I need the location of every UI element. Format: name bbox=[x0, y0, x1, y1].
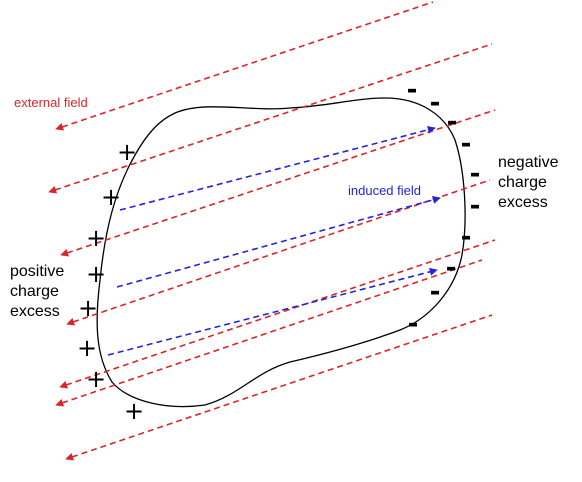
external-field-lines bbox=[48, 1, 496, 461]
positive-charge-excess-label: positive charge excess bbox=[10, 262, 64, 322]
external-field-line bbox=[59, 239, 496, 389]
positive-charge-symbol: + bbox=[117, 138, 137, 166]
induced-field-line bbox=[107, 267, 438, 356]
positive-charge-symbol: + bbox=[86, 260, 106, 288]
external-field-line bbox=[48, 43, 493, 194]
external-field-line bbox=[55, 259, 483, 407]
external-field-line bbox=[60, 109, 496, 257]
external-field-label: external field bbox=[14, 95, 88, 110]
positive-charge-symbol: + bbox=[77, 334, 97, 362]
negative-charge-symbol: - bbox=[446, 253, 457, 283]
negative-charge-symbol: - bbox=[430, 277, 441, 307]
induced-field-line bbox=[119, 125, 436, 211]
positive-label-line: excess bbox=[10, 303, 60, 320]
negative-charge-symbol: - bbox=[407, 75, 418, 105]
conductor-outline bbox=[96, 97, 466, 408]
negative-label-line: excess bbox=[498, 194, 548, 211]
positive-charge-symbol: + bbox=[86, 365, 106, 393]
positive-charge-symbol: + bbox=[101, 183, 121, 211]
negative-charge-symbol: - bbox=[430, 88, 441, 118]
induced-field-label: induced field bbox=[348, 183, 421, 198]
negative-charge-symbol: - bbox=[461, 222, 472, 252]
external-field-line bbox=[55, 1, 434, 131]
positive-charge-symbol: + bbox=[124, 397, 144, 425]
negative-charge-symbol: - bbox=[447, 107, 458, 137]
negative-charge-excess-label: negative charge excess bbox=[498, 153, 559, 213]
positive-label-line: positive bbox=[10, 263, 65, 280]
positive-charge-symbol: + bbox=[78, 294, 98, 322]
positive-label-line: charge bbox=[10, 283, 59, 300]
negative-label-line: charge bbox=[498, 174, 547, 191]
induced-field-lines bbox=[107, 125, 441, 356]
positive-charge-symbol: + bbox=[86, 224, 106, 252]
negative-charge-symbol: - bbox=[470, 159, 481, 189]
negative-label-line: negative bbox=[498, 154, 559, 171]
negative-charge-symbol: - bbox=[408, 309, 419, 339]
negative-charges: - - - - - - - - - - bbox=[407, 75, 481, 339]
negative-charge-symbol: - bbox=[470, 191, 481, 221]
external-field-line bbox=[66, 179, 491, 326]
positive-charges: + + + + + + + + bbox=[77, 138, 144, 425]
negative-charge-symbol: - bbox=[461, 129, 472, 159]
external-field-line bbox=[65, 314, 493, 461]
induced-field-line bbox=[116, 196, 441, 288]
